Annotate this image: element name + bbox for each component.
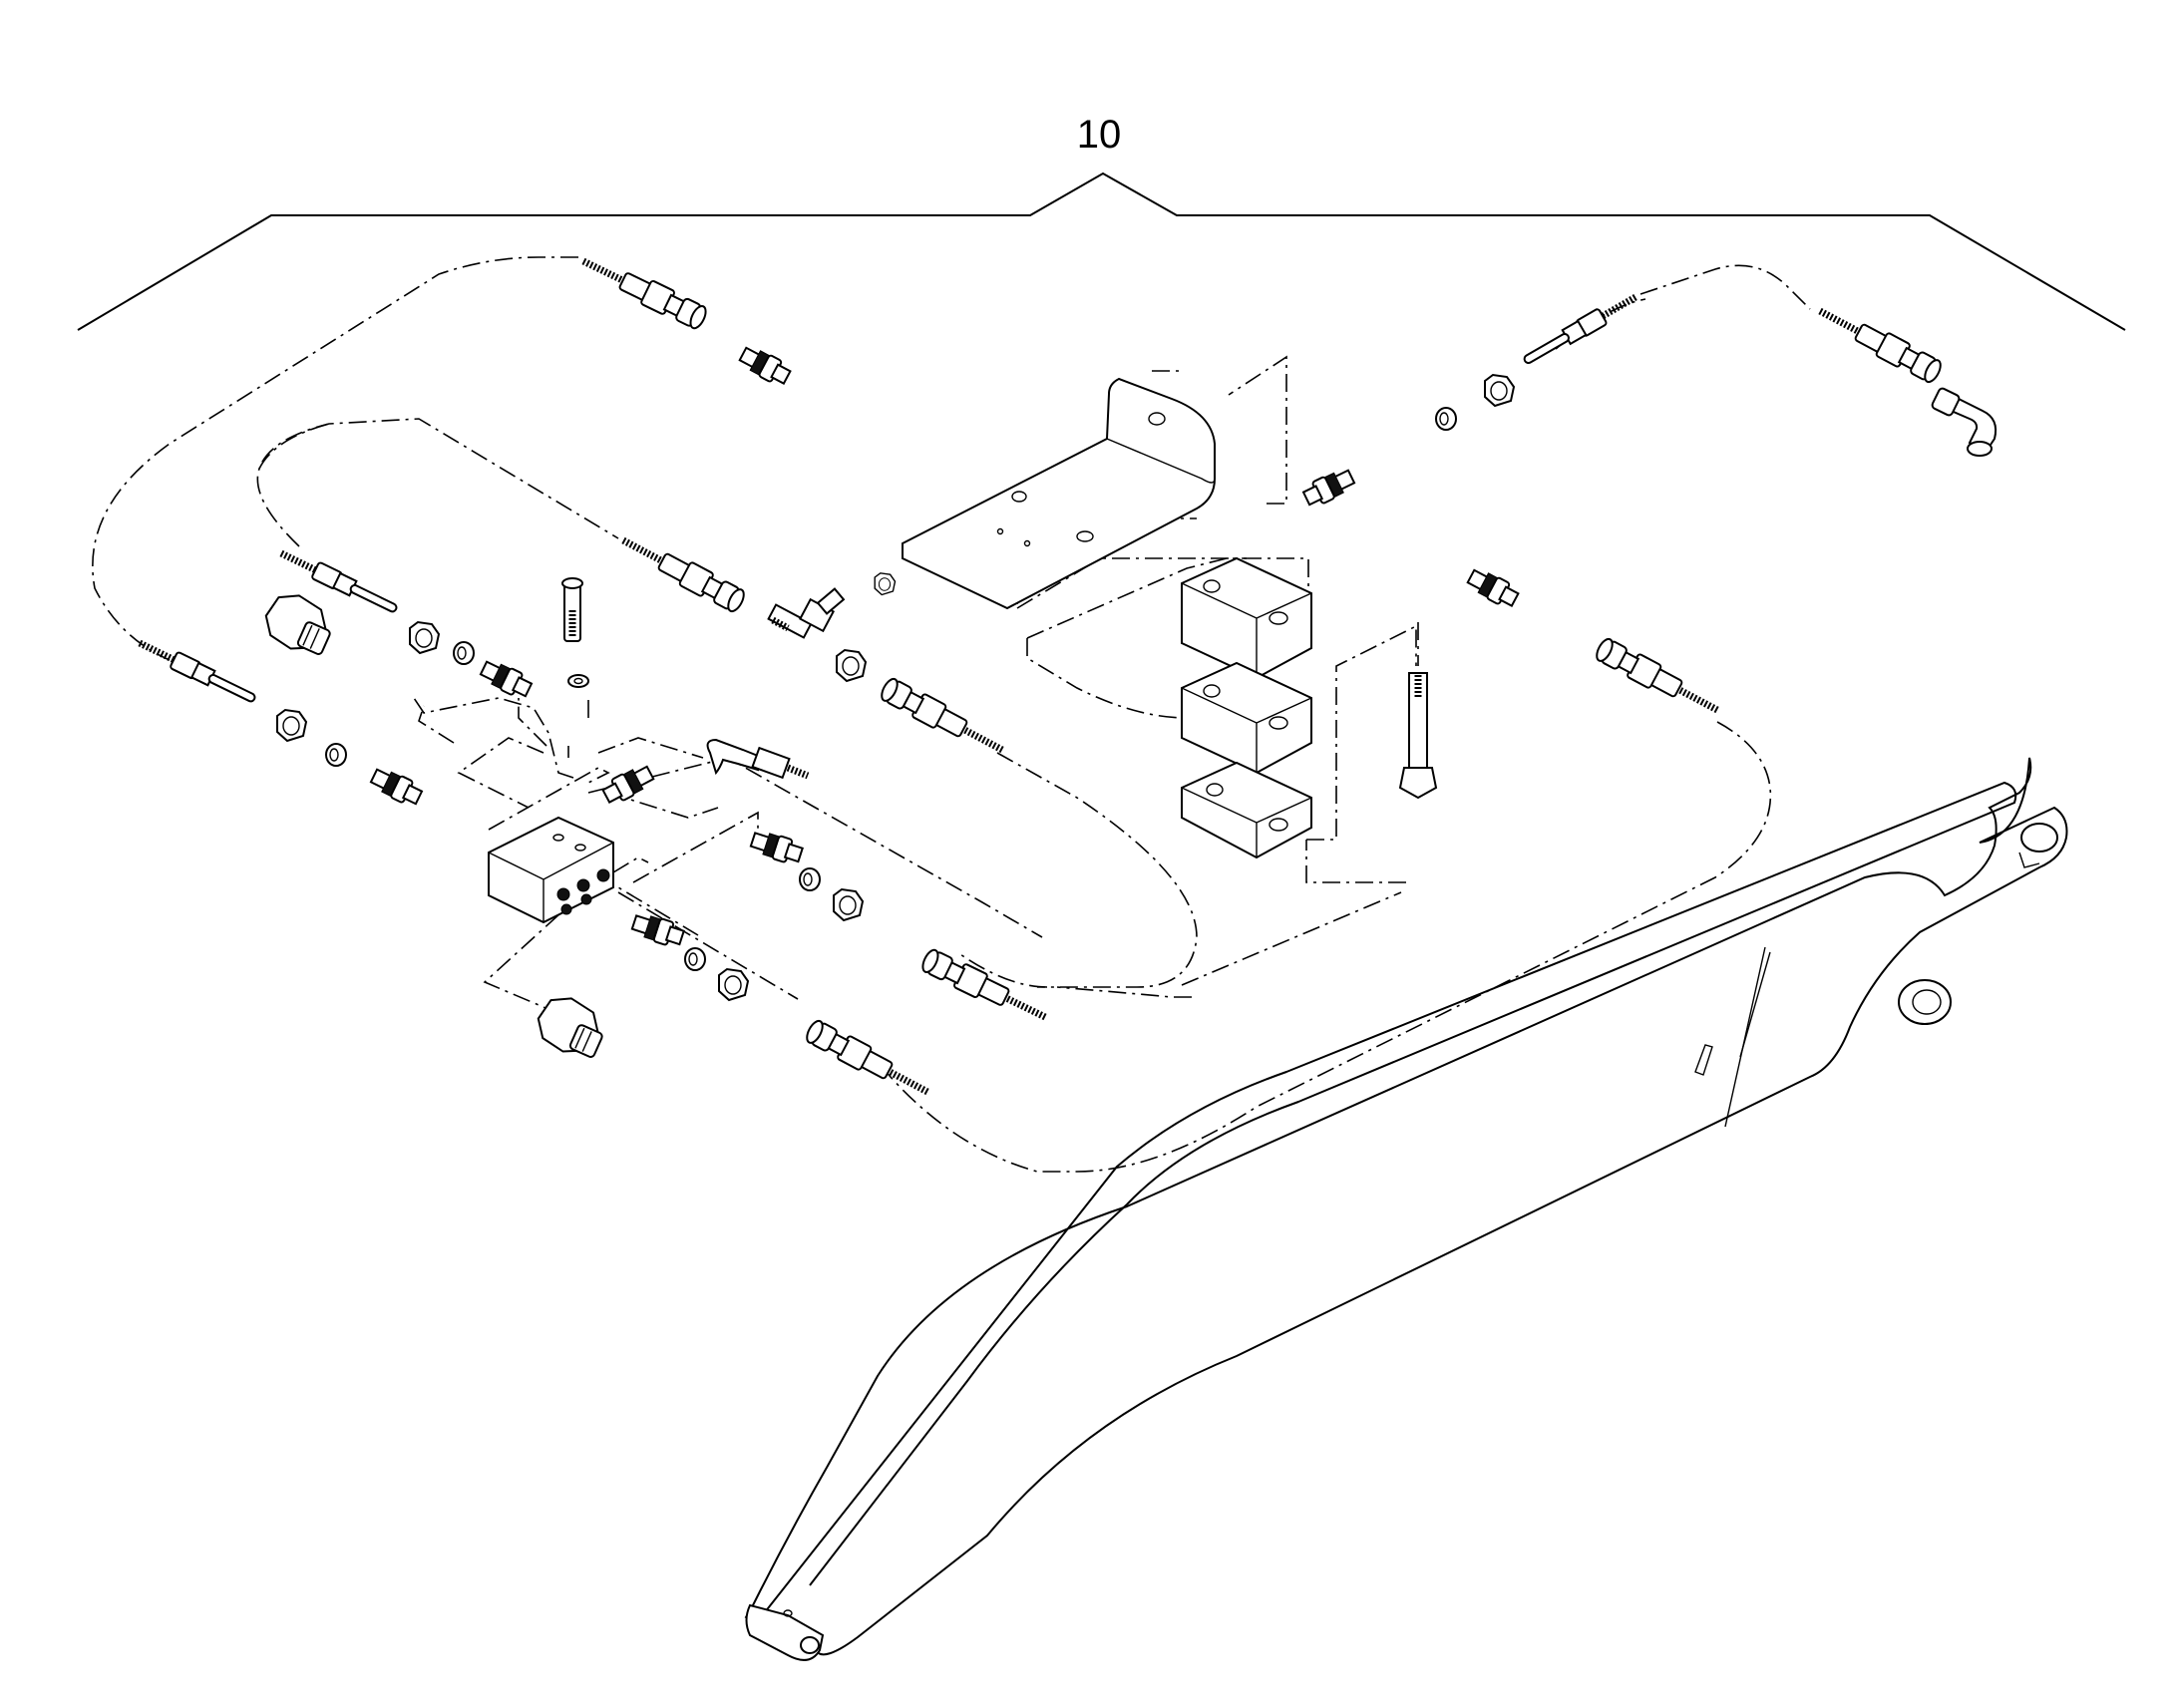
plug-upper	[256, 585, 341, 662]
hose-fitting-mid-center	[879, 676, 1009, 762]
hose-fitting-right	[1594, 636, 1724, 722]
connector-upper-right	[1299, 465, 1358, 511]
nut-5	[718, 968, 749, 1001]
callout-bracket	[77, 171, 2126, 331]
olive-1	[453, 641, 475, 665]
olive-2	[325, 743, 347, 767]
hose-fitting-mid-left	[617, 529, 748, 615]
hose-fitting-bottom	[804, 1018, 934, 1104]
callout-label: 10	[1077, 113, 1122, 157]
nut-3	[836, 649, 867, 682]
mounting-bracket	[902, 377, 1216, 610]
olive-4	[684, 947, 706, 971]
connector-right	[1464, 564, 1522, 612]
hose-fitting-top-left	[577, 249, 709, 331]
nut-small	[874, 572, 897, 596]
hose-fitting-top-right	[1814, 300, 1945, 386]
connector-left-2	[367, 764, 426, 810]
boom-arm	[744, 757, 2068, 1661]
cap-screw	[561, 577, 589, 688]
elbow-fitting	[1931, 387, 1998, 457]
tube-adapter-top-right	[1521, 289, 1640, 369]
plug-lower	[529, 988, 613, 1065]
connector-block-right	[748, 827, 806, 867]
elbow-hose	[706, 738, 810, 780]
distribution-block	[488, 816, 614, 924]
nut-2	[276, 709, 307, 742]
connector-block-up	[599, 761, 657, 809]
nut-4	[833, 888, 864, 921]
clamp-bolt	[1398, 672, 1438, 800]
tee-fitting	[767, 587, 846, 639]
olive-5	[1435, 407, 1457, 431]
hose-fitting-lower-center	[919, 947, 1051, 1029]
olive-3	[799, 867, 821, 891]
tube-adapter-left-lower	[136, 635, 258, 707]
connector-top	[736, 342, 794, 390]
nut-1	[409, 621, 440, 654]
pipe-clamp	[1181, 556, 1312, 859]
connector-left-1	[477, 656, 536, 702]
nut-6	[1484, 374, 1515, 407]
